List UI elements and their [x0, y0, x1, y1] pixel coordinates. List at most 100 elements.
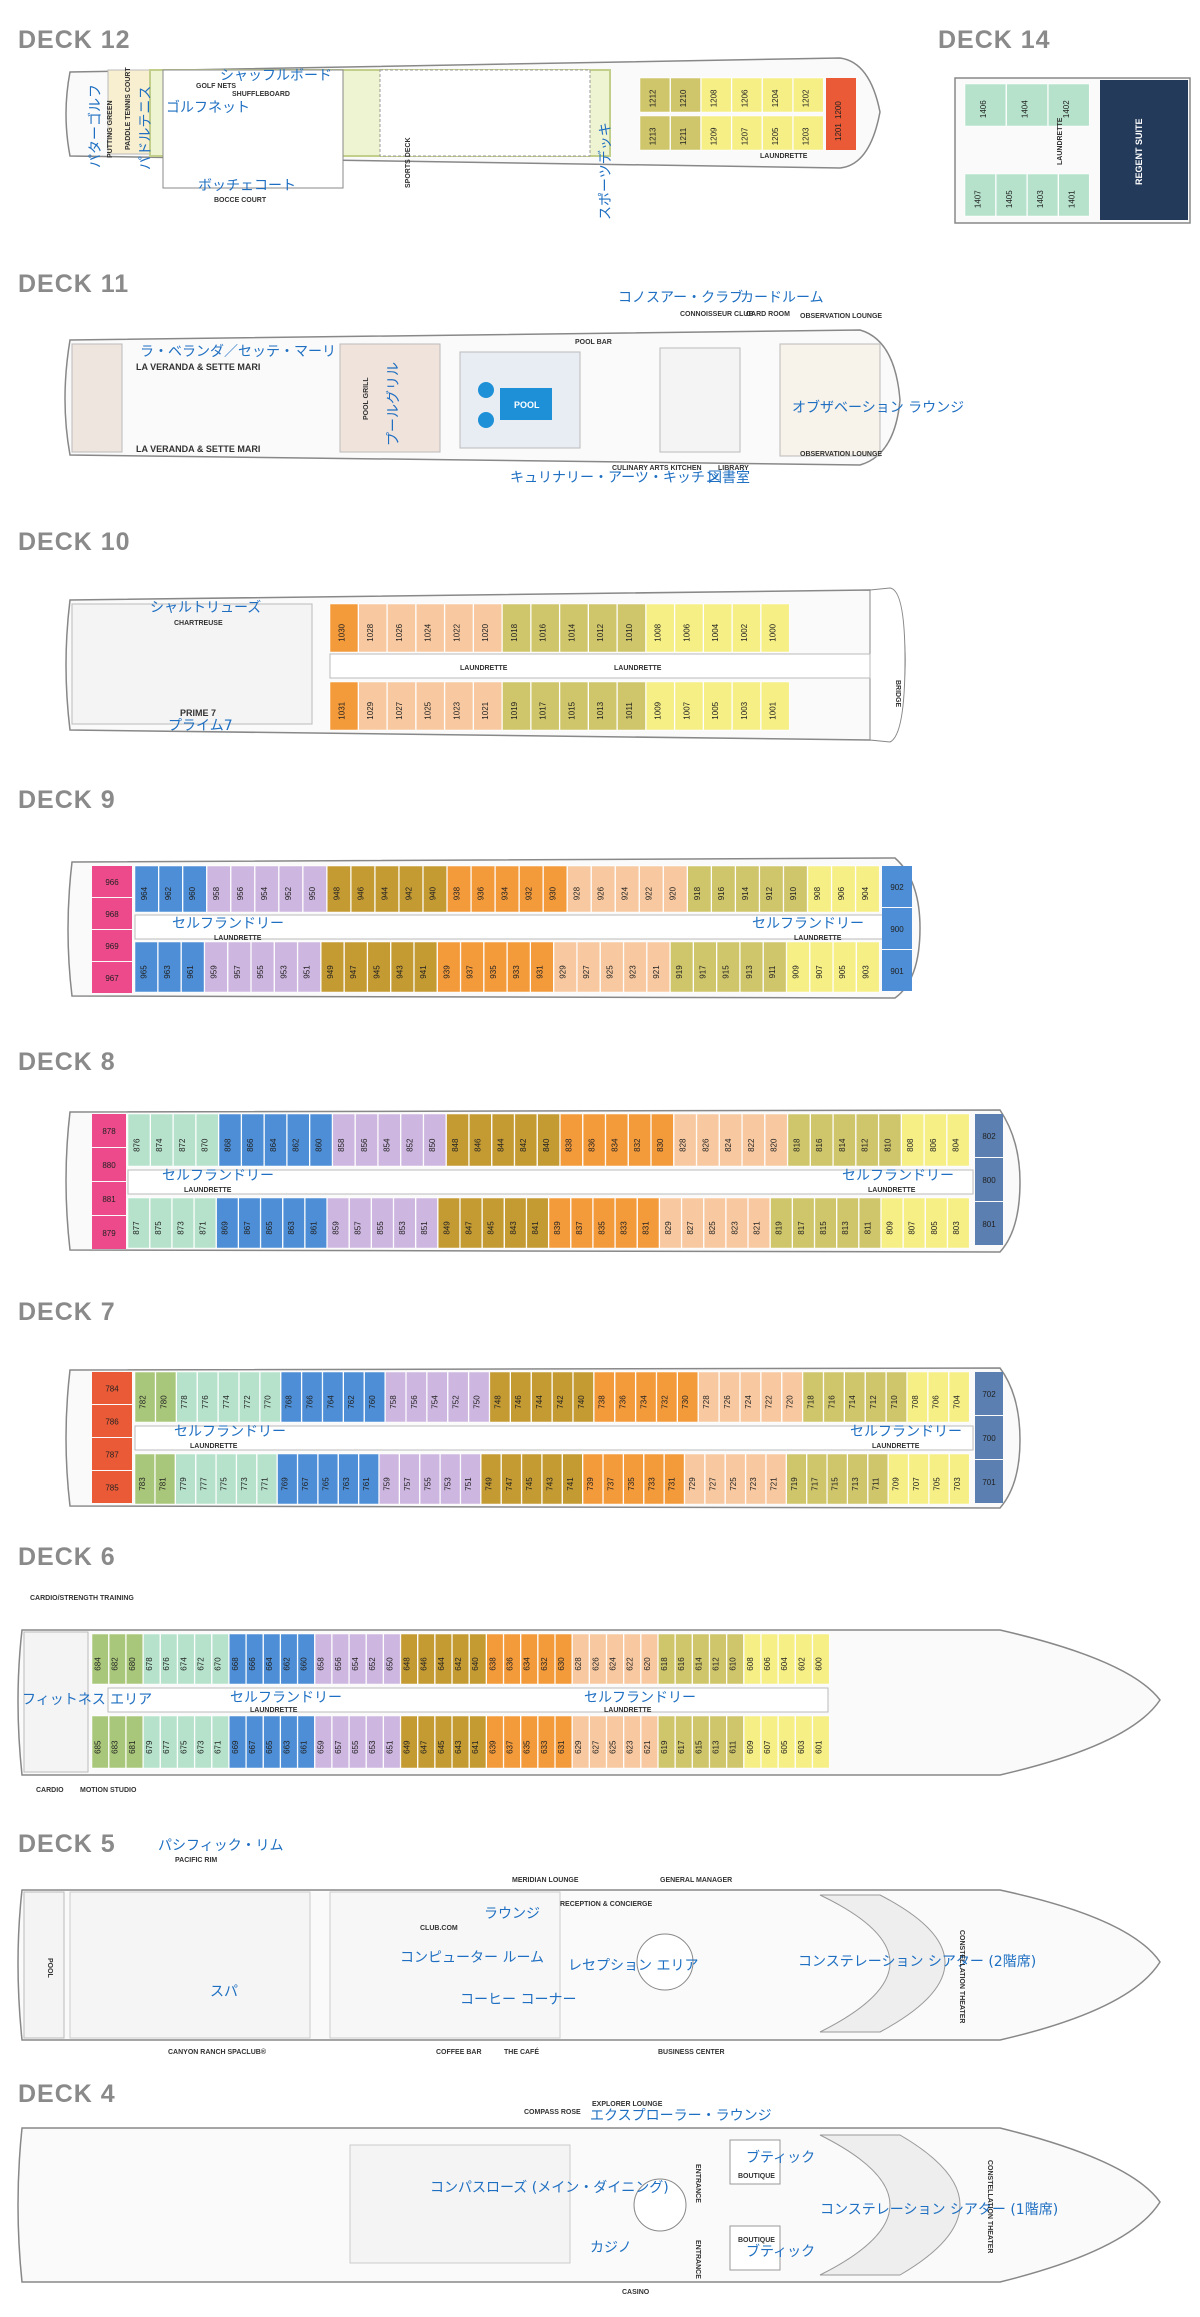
cabin-number-1031: 1031 [337, 701, 346, 719]
cabin-1014 [559, 603, 589, 653]
cabin-613 [709, 1715, 727, 1769]
cabin-number-1005: 1005 [711, 701, 720, 719]
cabin-684 [91, 1633, 109, 1685]
cabin-number-843: 843 [509, 1221, 518, 1235]
cabin-1202 [793, 77, 824, 113]
cabin-number-907: 907 [815, 965, 824, 979]
cabin-number-680: 680 [128, 1657, 137, 1671]
cabin-727 [704, 1453, 726, 1505]
cabin-656 [332, 1633, 349, 1685]
cabin-866 [241, 1113, 264, 1167]
dining-jp-label: コンパスローズ (メイン・ダイニング) [430, 2180, 669, 2196]
cabin-833 [615, 1197, 638, 1249]
cabin-number-639: 639 [488, 1740, 497, 1754]
cabin-number-663: 663 [282, 1740, 291, 1754]
cabin-638 [486, 1633, 504, 1685]
cabin-number-730: 730 [681, 1395, 690, 1409]
cabin-number-925: 925 [605, 965, 614, 979]
cabin-845 [482, 1197, 505, 1249]
cabin-number-833: 833 [620, 1221, 629, 1235]
cabin-number-812: 812 [861, 1138, 870, 1152]
cabin-742 [552, 1371, 573, 1423]
cabin-828 [673, 1113, 697, 1167]
cabin-number-827: 827 [686, 1221, 695, 1235]
deck7-self-laundry-2: セルフランドリー [850, 1424, 962, 1440]
cabin-1008 [646, 603, 675, 653]
cabin-841 [526, 1197, 549, 1249]
cabin-775 [216, 1453, 237, 1505]
cabin-number-858: 858 [337, 1138, 346, 1152]
cabin-835 [593, 1197, 615, 1249]
cabin-number-654: 654 [351, 1657, 360, 1671]
cabin-number-876: 876 [132, 1138, 141, 1152]
cabin-639 [486, 1715, 504, 1769]
cabin-713 [847, 1453, 868, 1505]
cabin-1407 [964, 173, 996, 217]
cabin-number-772: 772 [243, 1395, 252, 1409]
cabin-number-963: 963 [163, 965, 172, 979]
cabin-number-757: 757 [403, 1477, 412, 1491]
cabin-1009 [646, 681, 675, 731]
cabin-648 [400, 1633, 418, 1685]
cabin-number-929: 929 [559, 965, 568, 979]
cabin-653 [366, 1715, 384, 1769]
pool-grill-label: POOL GRILL [363, 377, 370, 420]
deck5-pool-label: POOL [46, 1958, 53, 1979]
chartreuse-jp-label: シャルトリューズ [150, 600, 261, 616]
cabin-1018 [502, 603, 531, 653]
cabin-number-868: 868 [223, 1138, 232, 1152]
cabin-1203 [793, 115, 824, 151]
cabin-712 [865, 1371, 886, 1423]
cabin-number-602: 602 [797, 1657, 806, 1671]
cabin-1017 [531, 681, 560, 731]
cabin-816 [810, 1113, 833, 1167]
cabin-872 [173, 1113, 196, 1167]
cabin-642 [452, 1633, 470, 1685]
cabin-number-1404: 1404 [1021, 100, 1030, 118]
suite-number-701: 701 [982, 1478, 996, 1487]
cabin-875 [149, 1197, 172, 1249]
cabin-number-615: 615 [694, 1740, 703, 1754]
cabin-632 [537, 1633, 555, 1685]
cabin-961 [181, 941, 205, 993]
cabin-759 [379, 1453, 400, 1505]
cabin-850 [423, 1113, 447, 1167]
cabin-605 [778, 1715, 796, 1769]
boutique-jp-top: ブティック [746, 2149, 815, 2166]
deck6-self-laundry-1: セルフランドリー [230, 1690, 342, 1706]
deck-11-plan: POOL ラ・ベランダ／セッテ・マーリ LA VERANDA & SETTE M… [64, 289, 964, 486]
cabin-number-829: 829 [664, 1221, 673, 1235]
cabin-868 [218, 1113, 242, 1167]
deck12-laundrette-label: LAUNDRETTE [760, 153, 808, 160]
cabin-number-638: 638 [488, 1657, 497, 1671]
cabin-710 [886, 1371, 907, 1423]
cabin-601 [812, 1715, 830, 1769]
cabin-820 [764, 1113, 788, 1167]
cabin-837 [570, 1197, 593, 1249]
cabin-number-955: 955 [256, 965, 265, 979]
cabin-number-620: 620 [643, 1657, 652, 1671]
cabin-number-714: 714 [848, 1395, 857, 1409]
cabin-944 [375, 865, 399, 913]
cabin-720 [781, 1371, 803, 1423]
cabin-number-735: 735 [627, 1477, 636, 1491]
cabin-number-766: 766 [305, 1395, 314, 1409]
cabin-734 [635, 1371, 657, 1423]
cabin-1027 [387, 681, 416, 731]
cabin-739 [582, 1453, 603, 1505]
cabin-number-813: 813 [841, 1221, 850, 1235]
cabin-1004 [703, 603, 732, 653]
cabin-755 [419, 1453, 440, 1505]
culinary-jp-label: キュリナリー・アーツ・キッチン [510, 470, 719, 486]
cabin-869 [216, 1197, 239, 1249]
cabin-628 [572, 1633, 590, 1685]
sports-deck-label: SPORTS DECK [405, 137, 412, 188]
cabin-number-906: 906 [837, 886, 846, 900]
cabin-655 [349, 1715, 367, 1769]
